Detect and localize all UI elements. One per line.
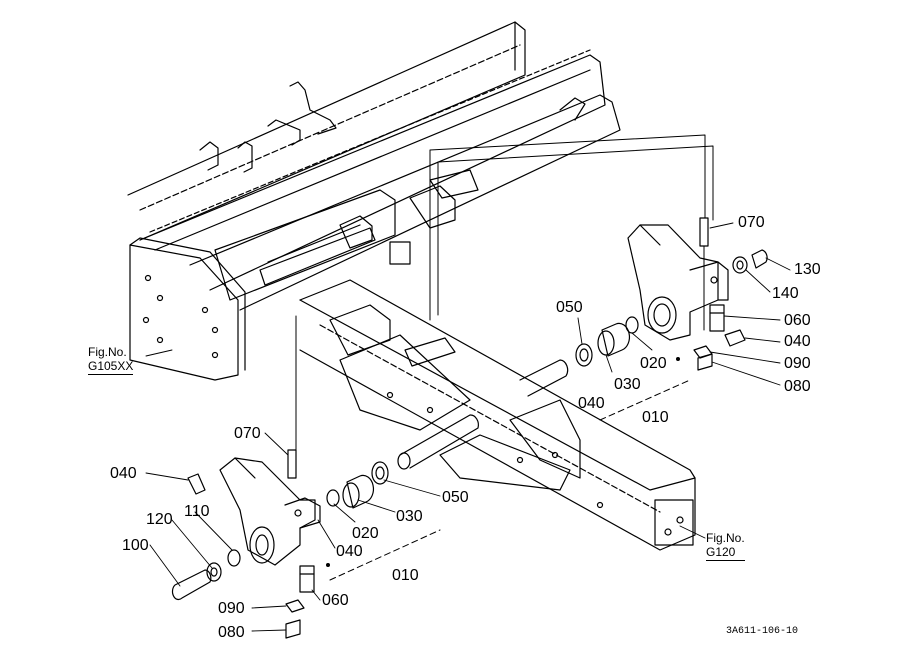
fig-ref-number: G105XX [88, 359, 134, 375]
front-plate-g105xx [129, 237, 246, 381]
fig-ref-prefix: Fig.No. [706, 531, 745, 545]
part-label-080-left: 080 [218, 624, 245, 641]
part-label-050-right: 050 [556, 299, 583, 316]
part-label-090-left: 090 [218, 600, 245, 617]
part-label-030-left: 030 [396, 508, 423, 525]
fig-ref-number: G120 [706, 545, 745, 561]
leader-lines [145, 222, 791, 632]
drawing-code: 3A611-106-10 [726, 626, 799, 637]
part-label-040-left-a: 040 [110, 465, 137, 482]
assembly-guide-lines [295, 134, 714, 451]
part-label-140: 140 [772, 285, 799, 302]
part-label-030-right: 030 [614, 376, 641, 393]
group-brackets [329, 379, 691, 581]
frame-cross-plates [214, 169, 479, 301]
left-support-bracket [171, 449, 321, 639]
part-label-060-left: 060 [322, 592, 349, 609]
part-label-130: 130 [794, 261, 821, 278]
frame-upper-rails [127, 21, 621, 311]
part-label-040-left-b: 040 [336, 543, 363, 560]
part-label-090-right: 090 [784, 355, 811, 372]
part-label-050-left: 050 [442, 489, 469, 506]
part-label-080-right: 080 [784, 378, 811, 395]
part-label-070-left: 070 [234, 425, 261, 442]
axle-shaft [397, 359, 569, 470]
part-label-040-right-b: 040 [578, 395, 605, 412]
part-label-100: 100 [122, 537, 149, 554]
leader-dots [326, 357, 680, 567]
fig-ref-g120: Fig.No. G120 [706, 531, 745, 561]
part-label-010-left: 010 [392, 567, 419, 584]
fig-ref-g105xx: Fig.No. G105XX [88, 345, 134, 375]
part-label-110: 110 [184, 503, 210, 520]
left-bushings [326, 461, 389, 509]
part-label-020-left: 020 [352, 525, 379, 542]
part-label-070-right: 070 [738, 214, 765, 231]
part-label-120: 120 [146, 511, 173, 528]
part-label-020-right: 020 [640, 355, 667, 372]
part-label-060-right: 060 [784, 312, 811, 329]
part-label-010-right: 010 [642, 409, 669, 426]
lower-beam [299, 279, 696, 551]
fig-ref-prefix: Fig.No. [88, 345, 127, 359]
part-label-040-right-a: 040 [784, 333, 811, 350]
right-bushings [575, 316, 639, 367]
